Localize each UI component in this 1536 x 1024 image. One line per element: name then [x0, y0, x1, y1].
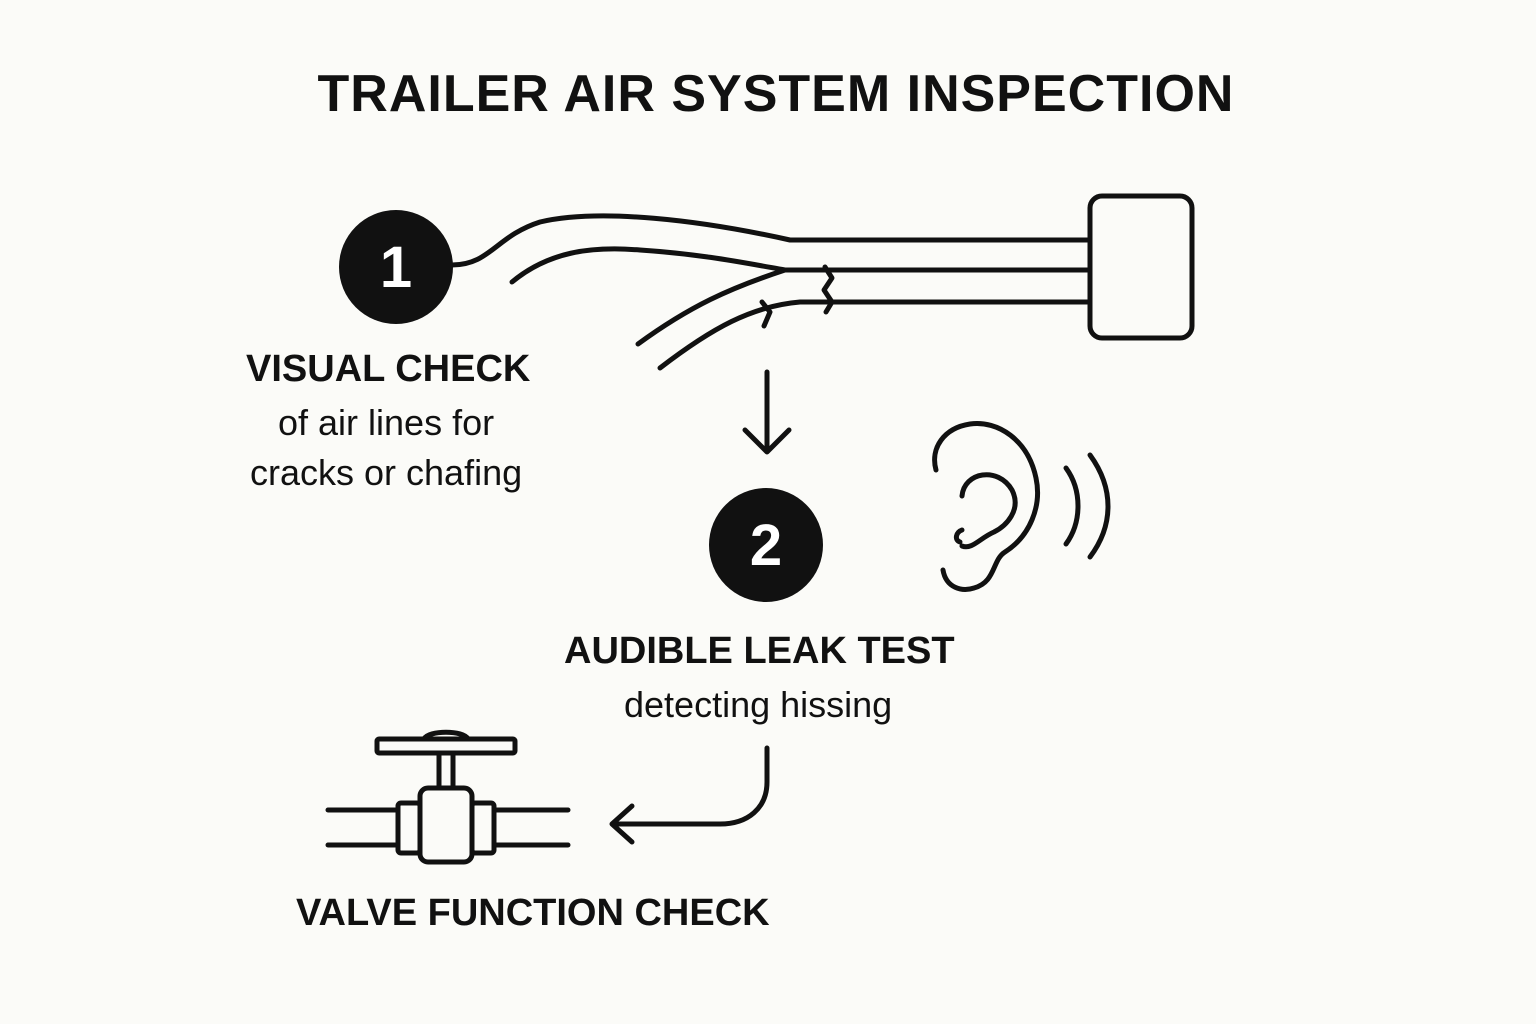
air-lines-icon — [449, 193, 1195, 371]
sound-waves-icon — [1063, 452, 1111, 560]
step-1-description-line-1: of air lines for — [278, 402, 495, 443]
air-line-upper — [509, 246, 1093, 285]
arrow-curved-left-icon — [609, 745, 770, 845]
connector-line — [449, 213, 1093, 268]
step-2-number: 2 — [749, 512, 783, 578]
step-1-heading: VISUAL CHECK — [246, 348, 531, 390]
step-3-heading: VALVE FUNCTION CHECK — [296, 892, 770, 934]
diagram-title: TRAILER AIR SYSTEM INSPECTION — [317, 65, 1235, 123]
step-2-heading: AUDIBLE LEAK TEST — [564, 630, 955, 672]
air-line-lower — [657, 299, 1093, 371]
crack-mark — [821, 264, 835, 315]
arrow-down-icon — [742, 369, 792, 455]
junction-box — [1087, 193, 1195, 341]
ear-icon — [932, 421, 1040, 592]
step-1-badge: 1 — [339, 210, 453, 324]
step-2-description: detecting hissing — [624, 684, 893, 725]
crack-mark — [759, 299, 773, 329]
step-1-description-line-2: cracks or chafing — [250, 452, 523, 493]
step-1-number: 1 — [379, 234, 413, 300]
air-line-middle — [635, 267, 788, 347]
valve-icon — [325, 729, 571, 865]
step-2-badge: 2 — [709, 488, 823, 602]
